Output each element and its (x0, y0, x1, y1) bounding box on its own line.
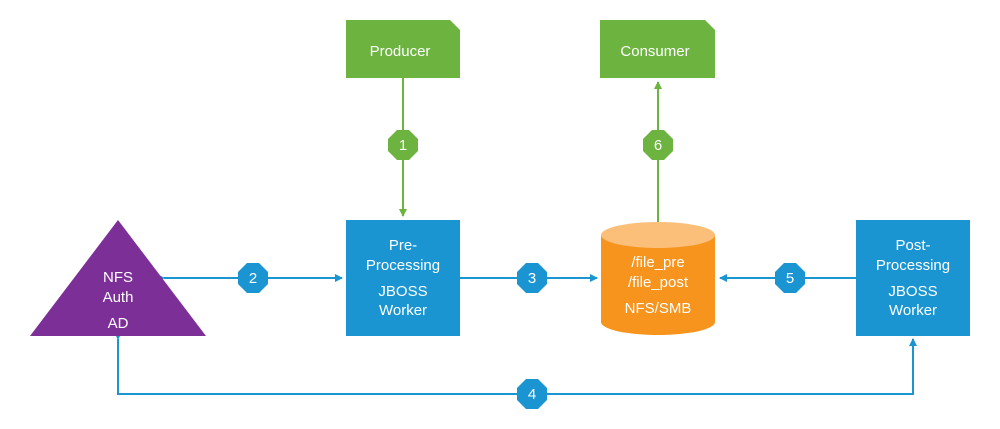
pre-processing-line4: Worker (379, 302, 427, 319)
post-processing-line4: Worker (889, 302, 937, 319)
step-number-6: 6 (654, 137, 662, 154)
post-processing-line3: JBOSS (888, 283, 937, 300)
step-badge-5: 5 (775, 263, 805, 293)
auth-line3: AD (108, 315, 129, 332)
step-number-1: 1 (399, 137, 407, 154)
step-badge-2: 2 (238, 263, 268, 293)
step-badge-4: 4 (517, 379, 547, 409)
post-processing-node: Post- Processing JBOSS Worker (856, 220, 970, 336)
auth-line2: Auth (103, 289, 134, 306)
step-badge-3: 3 (517, 263, 547, 293)
storage-line2: /file_post (628, 274, 689, 291)
storage-line1: /file_pre (631, 254, 684, 271)
step-badge-6: 6 (643, 130, 673, 160)
pre-processing-line3: JBOSS (378, 283, 427, 300)
pre-processing-line2: Processing (366, 257, 440, 274)
step-number-4: 4 (528, 386, 536, 403)
auth-postprocessing-loop-line (114, 332, 917, 395)
step-badge-1: 1 (388, 130, 418, 160)
auth-triangle: NFS Auth AD (30, 220, 206, 336)
post-processing-line1: Post- (895, 237, 930, 254)
consumer-label: Consumer (620, 43, 689, 60)
post-processing-line2: Processing (876, 257, 950, 274)
producer-node: Producer (346, 20, 460, 78)
consumer-node: Consumer (600, 20, 715, 78)
producer-label: Producer (370, 43, 431, 60)
step-number-2: 2 (249, 270, 257, 287)
step-number-5: 5 (786, 270, 794, 287)
pre-processing-node: Pre- Processing JBOSS Worker (346, 220, 460, 336)
storage-cylinder: /file_pre /file_post NFS/SMB (601, 222, 715, 335)
auth-line1: NFS (103, 269, 133, 286)
storage-line3: NFS/SMB (625, 300, 692, 317)
step-number-3: 3 (528, 270, 536, 287)
pre-processing-line1: Pre- (389, 237, 417, 254)
